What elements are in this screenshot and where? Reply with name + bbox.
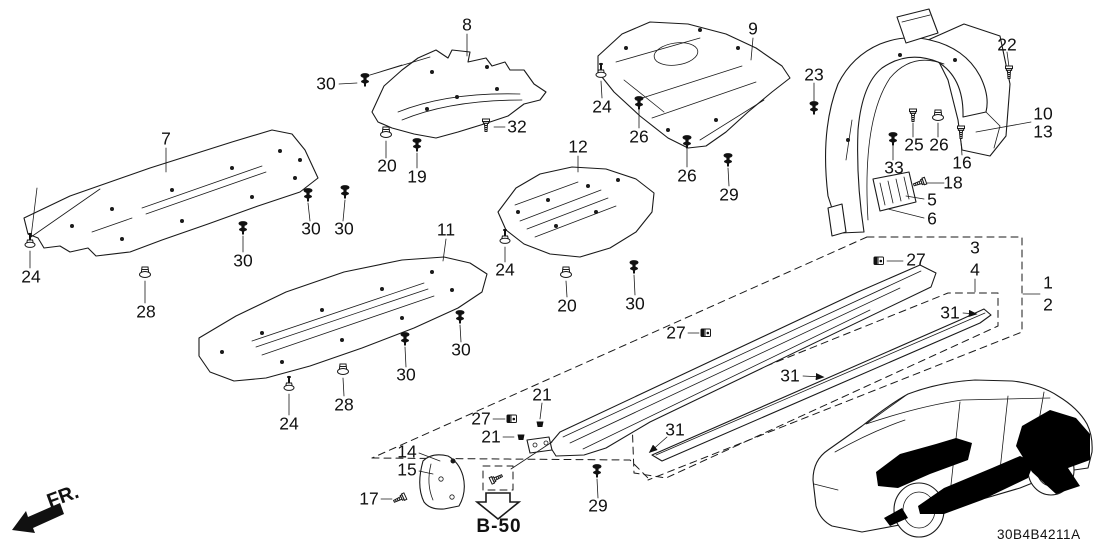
car-location-illustration xyxy=(812,379,1093,538)
clip-icon xyxy=(400,332,410,346)
fender-liner-holes xyxy=(846,53,957,142)
grommet-icon xyxy=(560,266,572,278)
under-cover-8-drawing xyxy=(371,49,547,139)
clip-icon xyxy=(723,153,733,167)
leader-lines xyxy=(29,33,1041,500)
part12-holes xyxy=(516,178,620,228)
screw-icon xyxy=(912,176,928,189)
part8-holes xyxy=(425,65,499,111)
grommet-icon xyxy=(380,126,392,138)
clip-icon xyxy=(340,185,350,199)
under-cover-12-drawing xyxy=(497,166,655,258)
clip-icon xyxy=(888,132,898,146)
clip-icon xyxy=(238,221,248,235)
grommet-pin-icon xyxy=(283,374,295,392)
part9-holes xyxy=(624,28,740,132)
screw-icon xyxy=(909,108,917,122)
clip-icon xyxy=(592,464,602,478)
highlighted-part-locations xyxy=(876,410,1090,526)
b50-arrow-icon xyxy=(474,492,522,521)
arrow-pointers xyxy=(648,309,978,454)
bracket-5-6-drawing xyxy=(872,171,917,212)
side-sill-garnish-drawing xyxy=(526,264,937,457)
grommet-icon xyxy=(337,363,349,375)
part11-holes xyxy=(220,270,454,364)
mud-guard-drawing xyxy=(419,454,465,510)
clip-icon xyxy=(455,310,465,324)
square-clip-icon xyxy=(873,256,884,265)
small-clip-icon xyxy=(536,421,544,427)
sill-molding-strip-drawing xyxy=(651,308,992,462)
grommet-icon xyxy=(932,109,944,121)
reference-dashed-boxes xyxy=(371,236,1023,491)
front-direction-arrow xyxy=(12,503,64,533)
clip-icon xyxy=(412,138,422,152)
clip-icon xyxy=(809,101,819,115)
b50-bolt-icon xyxy=(488,472,504,485)
clip-icon xyxy=(629,260,639,274)
screw-icon xyxy=(482,118,490,132)
clip-icon xyxy=(360,73,370,87)
grommet-icon xyxy=(139,266,151,278)
part7-holes xyxy=(70,149,302,241)
under-cover-9-drawing xyxy=(597,21,791,149)
fender-liner-drawing xyxy=(825,8,1011,237)
screw-icon xyxy=(392,492,408,505)
square-clip-icon xyxy=(700,328,711,337)
under-cover-11-drawing xyxy=(198,256,488,382)
part-drawings xyxy=(23,8,1011,510)
clip-icon xyxy=(303,188,313,202)
connector-ref-label: B-50 xyxy=(476,516,522,537)
under-cover-7-drawing xyxy=(23,129,319,257)
square-clip-icon xyxy=(506,414,517,423)
small-clip-icon xyxy=(517,434,525,440)
diagram-code-label: 30B4B4211A xyxy=(997,527,1081,542)
